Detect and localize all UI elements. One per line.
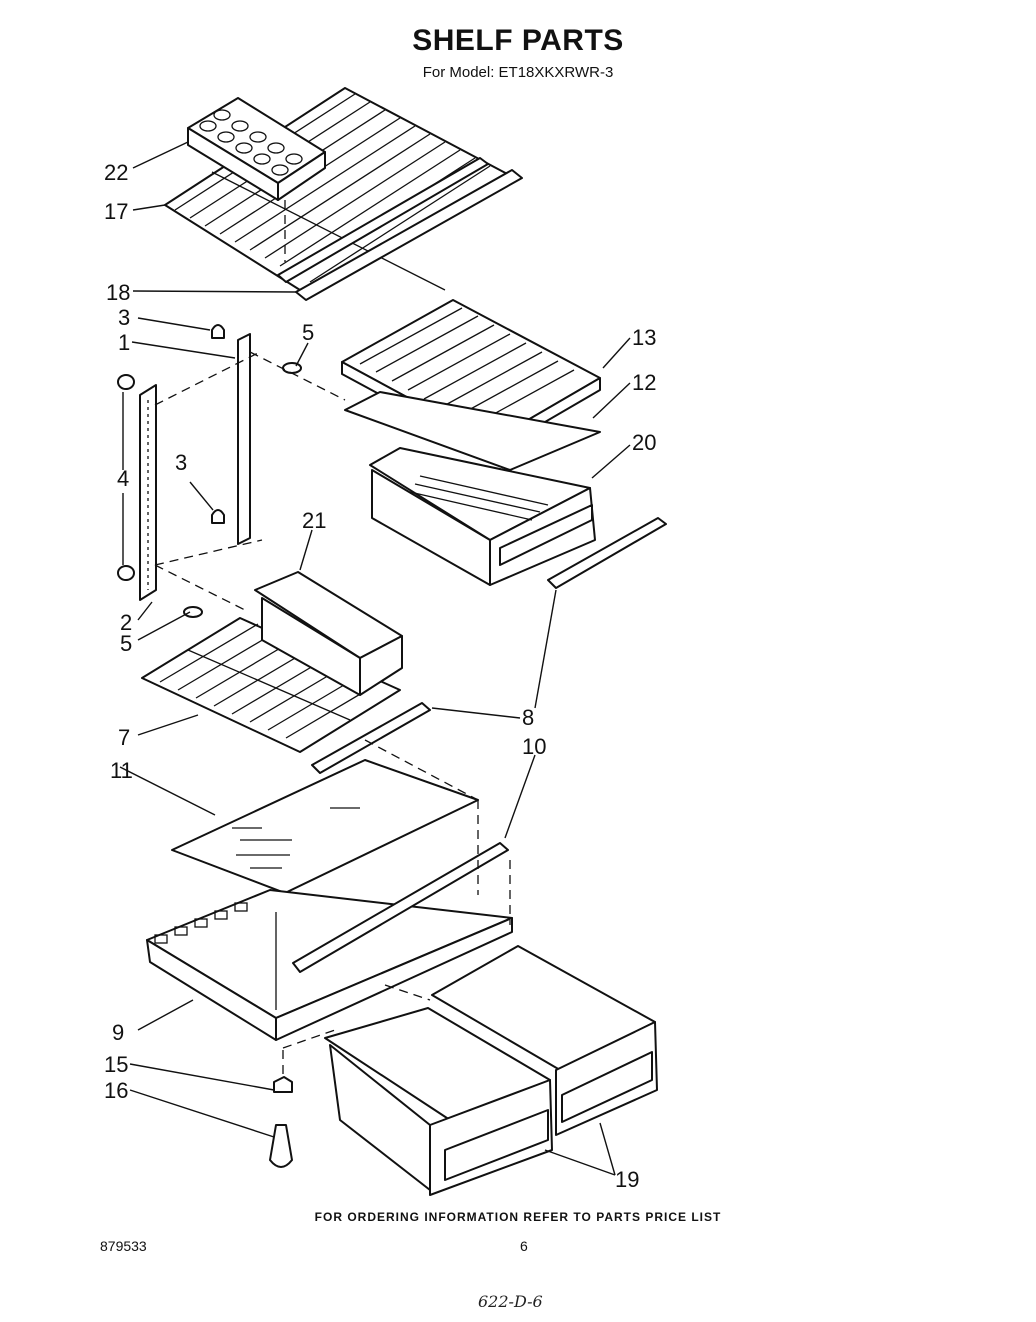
- egg-tray: [187, 97, 326, 201]
- callout-16: 16: [104, 1078, 128, 1103]
- dairy-bin: [254, 571, 403, 696]
- support-caps: [117, 324, 302, 618]
- meat-pan-glass: [344, 391, 601, 471]
- callout-4: 4: [117, 466, 129, 491]
- page-title: SHELF PARTS: [412, 24, 624, 57]
- glass-shelf: [171, 759, 479, 894]
- callout-21: 21: [302, 508, 326, 533]
- shelf-ladder-left: [139, 384, 157, 601]
- callout-1: 1: [118, 330, 130, 355]
- meat-pan-rail: [547, 517, 667, 589]
- shelf-ladder-right: [237, 333, 251, 545]
- assembly-lines-upper: [154, 200, 346, 611]
- callout-labels: 22 17 18 3 5 13 1 12 20 4 3 21 2 5 7 8 1…: [104, 160, 656, 1192]
- callout-9: 9: [112, 1020, 124, 1045]
- callout-3-mid: 3: [175, 450, 187, 475]
- assembly-lines-lower: [282, 739, 511, 1080]
- crisper-frame: [146, 889, 513, 1041]
- callout-11: 11: [110, 758, 133, 783]
- document-number: 879533: [100, 1238, 147, 1254]
- meat-pan: [369, 447, 596, 586]
- callout-3-top: 3: [118, 305, 130, 330]
- callout-22: 22: [104, 160, 128, 185]
- model-subtitle: For Model: ET18XKXRWR-3: [422, 64, 614, 81]
- callout-17: 17: [104, 199, 128, 224]
- callout-19: 19: [615, 1167, 639, 1192]
- callout-13: 13: [632, 325, 656, 350]
- callout-5-lower: 5: [120, 631, 132, 656]
- page-number: 6: [520, 1238, 528, 1254]
- crisper-drawer-right: [431, 945, 658, 1136]
- callout-12: 12: [632, 370, 656, 395]
- shelf-trim-top: [277, 157, 523, 301]
- callout-8: 8: [522, 705, 534, 730]
- shelf-trim-middle: [311, 702, 431, 774]
- callout-18: 18: [106, 280, 130, 305]
- crisper-drawer-left: [324, 1007, 553, 1196]
- callout-7: 7: [118, 725, 130, 750]
- callout-20: 20: [632, 430, 656, 455]
- leveling-foot: [269, 1076, 293, 1168]
- leader-lines: [119, 141, 631, 1176]
- callout-5-top: 5: [302, 320, 314, 345]
- ordering-note: FOR ORDERING INFORMATION REFER TO PARTS …: [314, 1210, 722, 1224]
- crisper-cover-rail: [292, 842, 509, 973]
- callout-10: 10: [522, 734, 546, 759]
- callout-15: 15: [104, 1052, 128, 1077]
- callout-2: 2: [120, 610, 132, 635]
- handwritten-code: 622-D-6: [478, 1292, 543, 1311]
